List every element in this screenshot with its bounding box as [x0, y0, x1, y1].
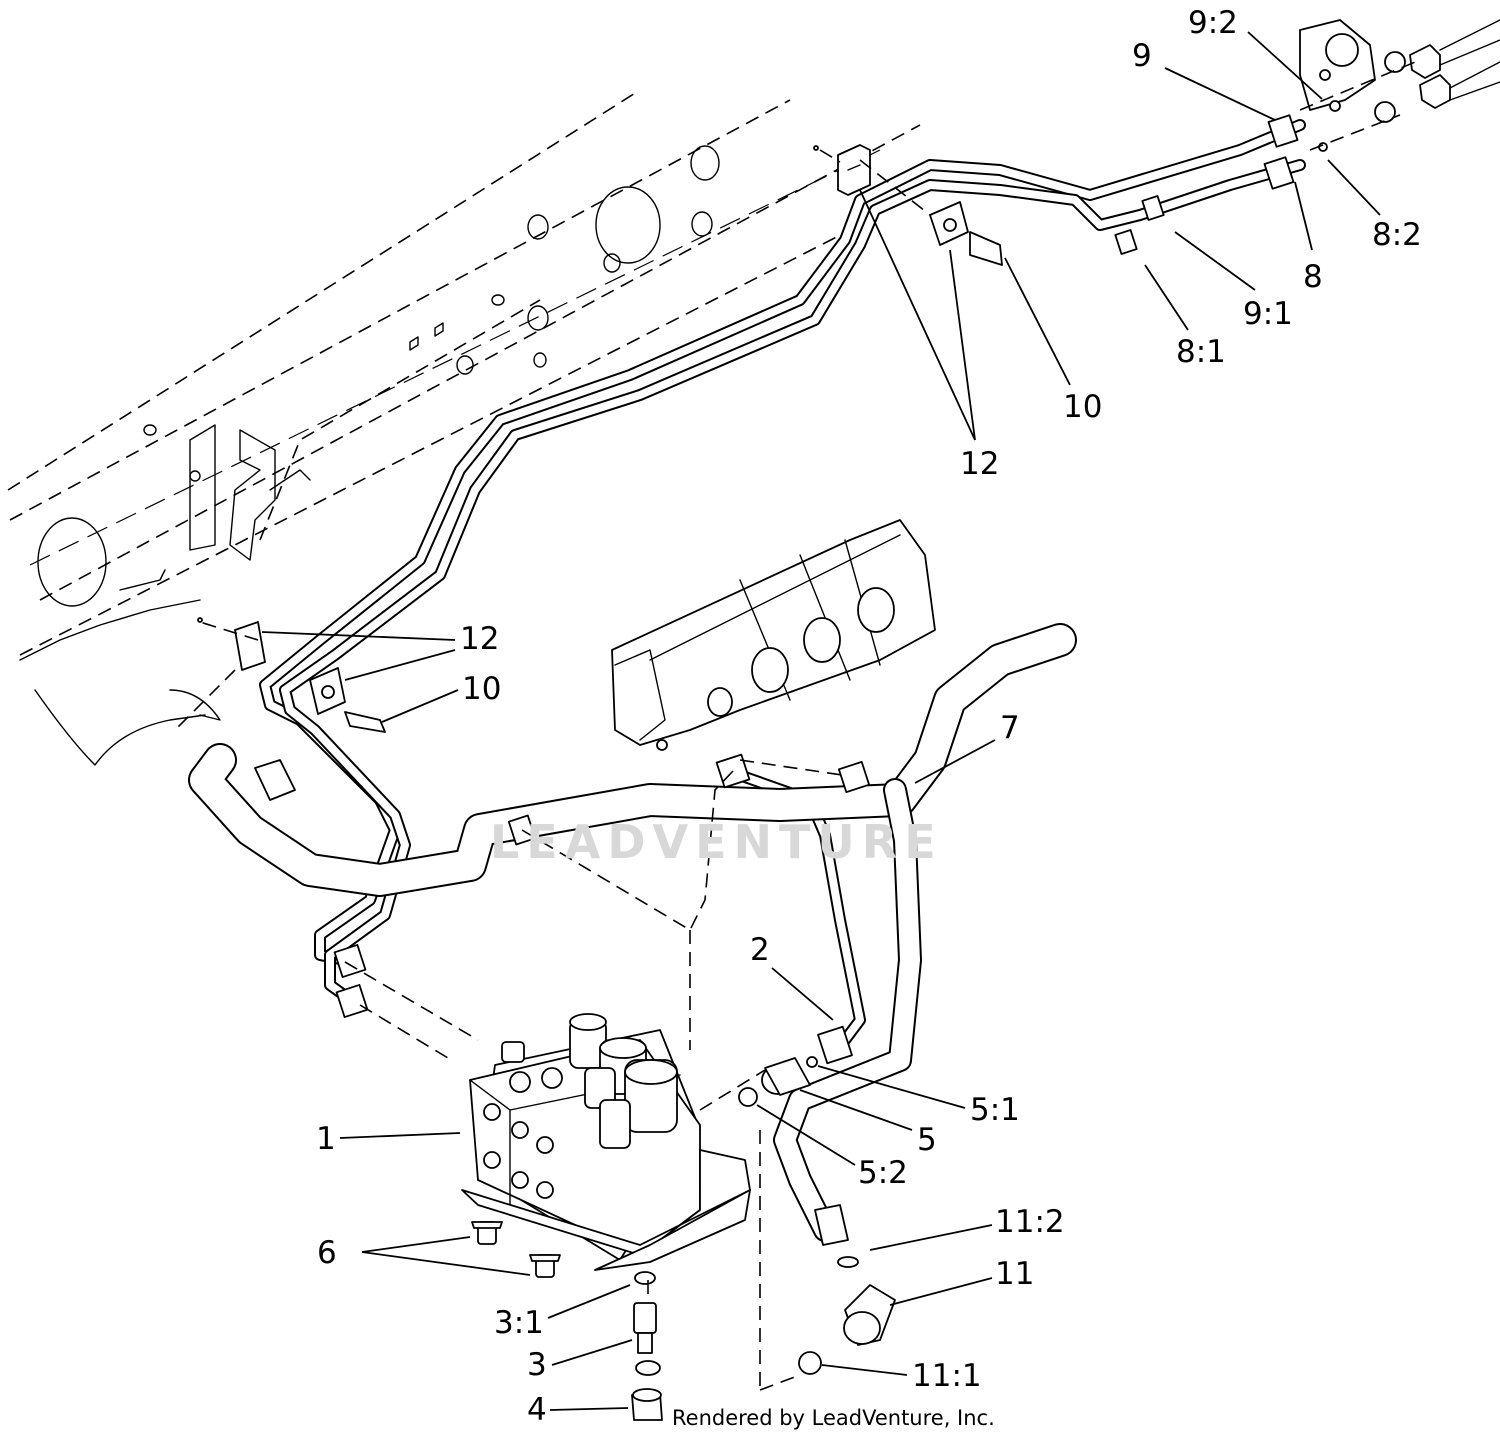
callout-8-2: 8:2 [1372, 217, 1422, 253]
callout-3-1: 3:1 [494, 1305, 544, 1341]
render-credit: Rendered by LeadVenture, Inc. [672, 1406, 995, 1430]
callout-6: 6 [317, 1235, 337, 1271]
watermark-text: LEADVENTURE [490, 815, 943, 869]
assembly-lines [174, 59, 1421, 1391]
callout-10-left: 10 [462, 671, 501, 707]
callout-8: 8 [1303, 259, 1323, 295]
callout-11: 11 [995, 1256, 1034, 1292]
callout-3: 3 [527, 1347, 547, 1383]
hydraulic-pump [611, 519, 936, 751]
callout-11-1: 11:1 [912, 1358, 982, 1394]
callout-1: 1 [316, 1121, 336, 1157]
valve-manifold [461, 1013, 751, 1271]
callout-5-2: 5:2 [858, 1155, 908, 1191]
callout-5: 5 [917, 1122, 937, 1158]
callout-7: 7 [1000, 710, 1020, 746]
top-right-bracket [1299, 19, 1500, 152]
callout-9-1: 9:1 [1243, 296, 1293, 332]
callout-9-2: 9:2 [1188, 5, 1238, 41]
callout-labels: 9:2 9 8:2 8 9:1 8:1 10 12 12 10 7 2 5:1 … [316, 5, 1422, 1428]
callout-9: 9 [1132, 38, 1152, 74]
callout-5-1: 5:1 [970, 1092, 1020, 1128]
callout-4: 4 [527, 1392, 547, 1428]
small-parts [471, 1056, 896, 1421]
large-hoses [188, 623, 1077, 1242]
callout-8-1: 8:1 [1176, 334, 1226, 370]
callout-10-top: 10 [1063, 389, 1102, 425]
callout-11-2: 11:2 [995, 1204, 1065, 1240]
frame-rail [7, 89, 921, 766]
callout-2: 2 [750, 932, 770, 968]
leader-lines [261, 31, 1381, 1411]
callout-12-top: 12 [960, 446, 999, 482]
clamps-and-bolts [197, 144, 1003, 733]
callout-12-left: 12 [460, 621, 499, 657]
